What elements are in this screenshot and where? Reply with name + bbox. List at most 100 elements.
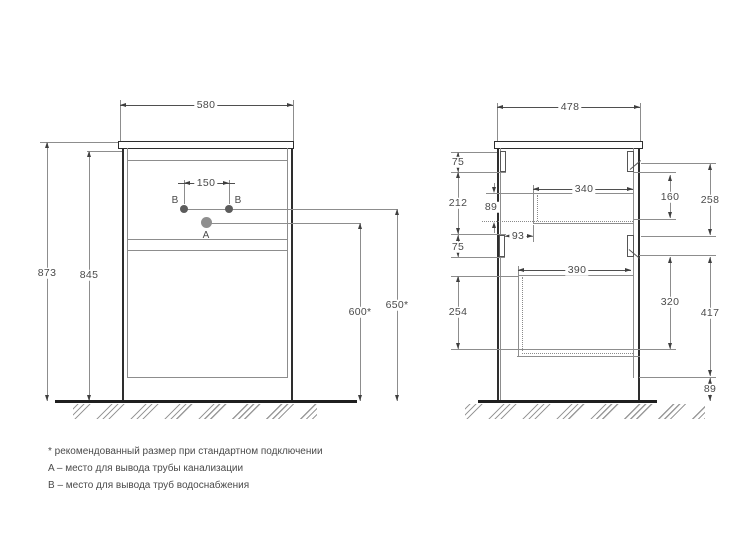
arrow-right-icon	[634, 104, 640, 109]
rail-top-back	[500, 151, 506, 172]
ref-line	[641, 236, 716, 237]
arrow-up-icon	[455, 172, 460, 178]
ref-line	[451, 172, 506, 173]
dim-label-overall-height: 873	[35, 268, 59, 279]
upper-drawer-inner-dotted	[537, 195, 538, 221]
arrow-up-icon	[455, 235, 460, 241]
arrow-down-icon	[357, 395, 362, 401]
ext-line	[229, 180, 230, 204]
dim-label-upper-depth: 340	[572, 184, 596, 195]
dim-label-supply-height: 650*	[383, 300, 411, 311]
ext-line	[293, 100, 294, 141]
lower-drawer-bottom	[517, 356, 640, 357]
arrow-down-icon	[667, 343, 672, 349]
lower-drawer-bottom-dotted	[522, 353, 633, 354]
dim-label-depth: 478	[558, 102, 582, 113]
dim-label-top-rail: 75	[449, 157, 467, 168]
dim-label-upper-opening: 160	[658, 192, 682, 203]
arrow-up-icon	[394, 209, 399, 215]
dim-label-lower-depth: 390	[565, 265, 589, 276]
cabinet-back-wall	[497, 148, 499, 402]
cabinet-front-wall	[638, 148, 640, 402]
point-label-a: A	[202, 230, 210, 241]
footnote-asterisk: * рекомендованный размер при стандартном…	[48, 446, 323, 457]
rail-bottom-back	[499, 235, 505, 257]
arrow-up-icon	[455, 276, 460, 282]
arrow-right-icon	[527, 233, 533, 238]
arrow-up-icon	[357, 223, 362, 229]
dim-label-upper-drawer-height: 89	[482, 202, 500, 213]
ref-line	[451, 257, 505, 258]
arrow-down-icon	[44, 395, 49, 401]
arrow-left-icon	[533, 186, 539, 191]
arrow-down-icon	[491, 187, 496, 193]
cabinet-reveal-line	[127, 160, 287, 161]
floor-hatching	[465, 403, 705, 419]
cabinet-front-inner	[633, 148, 634, 378]
dim-label-lower-opening: 320	[658, 297, 682, 308]
arrow-down-icon	[455, 228, 460, 234]
cabinet-top-panel-side	[494, 141, 643, 149]
arrow-left-icon	[505, 233, 511, 238]
arrow-down-icon	[455, 343, 460, 349]
dim-label-lower-drawer-height: 254	[446, 307, 470, 318]
arrow-up-icon	[44, 142, 49, 148]
upper-drawer-bottom	[533, 223, 633, 224]
footnote-point-b: B – место для вывода труб водоснабжения	[48, 480, 250, 491]
arrow-up-icon	[707, 378, 712, 384]
ext-line	[87, 151, 122, 152]
ext-line	[533, 225, 534, 242]
arrow-left-icon	[120, 102, 126, 107]
cabinet-bottom-rail	[127, 377, 287, 378]
ext-line	[184, 180, 185, 204]
dim-label-setback: 93	[509, 231, 527, 242]
dim-label-bottom-clearance: 89	[701, 384, 719, 395]
upper-drawer-bottom-dotted	[482, 221, 633, 222]
cabinet-right-inner	[287, 148, 288, 378]
arrow-down-icon	[707, 395, 712, 401]
cabinet-left-side	[122, 148, 124, 402]
arrow-up-icon	[491, 222, 496, 228]
arrow-up-icon	[707, 257, 712, 263]
floor-hatching	[73, 403, 317, 419]
ext-line	[497, 103, 498, 141]
rail-bottom-front	[627, 235, 634, 257]
cabinet-left-inner	[127, 148, 128, 378]
arrow-down-icon	[707, 229, 712, 235]
lower-drawer-top	[518, 275, 633, 276]
dim-label-body-height: 845	[77, 270, 101, 281]
ext-line	[120, 100, 121, 141]
dim-tail	[494, 228, 495, 233]
arrow-right-icon	[287, 102, 293, 107]
dim-label-drain-height: 600*	[346, 307, 374, 318]
arrow-right-icon	[625, 267, 631, 272]
arrow-up-icon	[667, 257, 672, 263]
arrow-down-icon	[455, 251, 460, 257]
ref-line	[634, 172, 676, 173]
dim-label-supply-spacing: 150	[194, 178, 218, 189]
drain-level-line	[207, 223, 360, 224]
ref-line	[639, 377, 716, 378]
arrow-right-icon	[223, 180, 229, 185]
ext-line	[640, 103, 641, 141]
cabinet-divider-line	[127, 250, 287, 251]
ext-line	[40, 142, 118, 143]
arrow-down-icon	[86, 395, 91, 401]
ref-line	[451, 276, 518, 277]
arrow-left-icon	[497, 104, 503, 109]
dim-label-rail-spacing: 212	[446, 198, 470, 209]
upper-drawer-top	[486, 193, 633, 194]
upper-drawer-left	[533, 193, 534, 223]
dim-label-lower-zone: 417	[698, 308, 722, 319]
ref-line	[451, 152, 497, 153]
ref-line	[634, 219, 676, 220]
footnote-point-a: A – место для вывода трубы канализации	[48, 463, 244, 474]
cabinet-divider-line	[127, 239, 287, 240]
floor-line	[478, 400, 657, 403]
arrow-up-icon	[455, 152, 460, 158]
lower-drawer-left	[518, 275, 519, 356]
ref-line	[639, 255, 716, 256]
arrow-right-icon	[627, 186, 633, 191]
cabinet-back-inner	[500, 148, 501, 402]
